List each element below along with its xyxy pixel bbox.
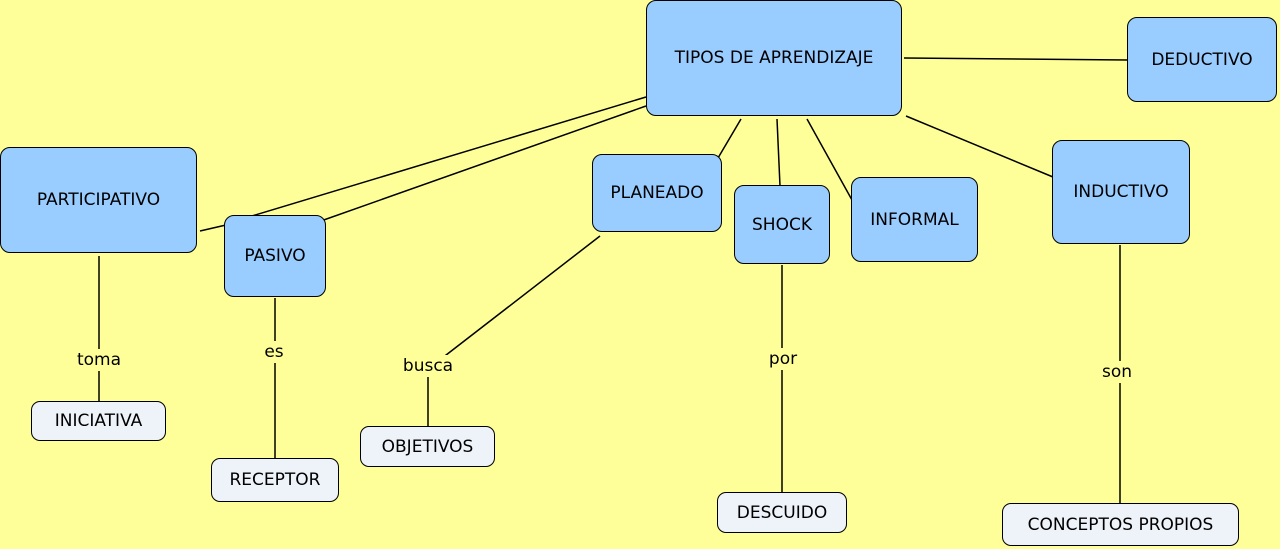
leaf-label: RECEPTOR — [229, 470, 321, 490]
concept-inductivo[interactable]: INDUCTIVO — [1052, 140, 1190, 244]
leaf-conceptos-propios[interactable]: CONCEPTOS PROPIOS — [1002, 503, 1239, 546]
link-label-son: son — [1098, 361, 1136, 383]
link-root-informal — [806, 118, 853, 201]
concept-label: PARTICIPATIVO — [36, 190, 161, 210]
concept-label: INFORMAL — [870, 209, 959, 230]
concept-deductivo[interactable]: DEDUCTIVO — [1127, 17, 1277, 102]
link-root-pasivo — [317, 105, 647, 223]
link-planeado-objetivos — [427, 235, 601, 370]
link-root-shock — [776, 118, 781, 187]
leaf-descuido[interactable]: DESCUIDO — [717, 492, 847, 533]
link-participativo-pasivo — [199, 224, 227, 232]
link-label-por: por — [765, 348, 801, 370]
concept-label: PLANEADO — [610, 183, 704, 203]
link-root-planeado — [717, 118, 742, 159]
concept-label: DEDUCTIVO — [1151, 49, 1253, 70]
concept-informal[interactable]: INFORMAL — [851, 177, 978, 262]
concept-pasivo[interactable]: PASIVO — [224, 215, 326, 297]
leaf-label: INICIATIVA — [54, 411, 143, 431]
leaf-objetivos[interactable]: OBJETIVOS — [360, 426, 495, 467]
link-label-es: es — [261, 341, 287, 363]
concept-label: INDUCTIVO — [1073, 182, 1169, 202]
concept-planeado[interactable]: PLANEADO — [592, 154, 722, 232]
link-root-deductivo — [903, 57, 1129, 61]
concept-tipos-de-aprendizaje[interactable]: TIPOS DE APRENDIZAJE — [646, 0, 902, 116]
link-root-inductivo — [905, 115, 1054, 178]
concept-shock[interactable]: SHOCK — [734, 185, 830, 264]
concept-participativo[interactable]: PARTICIPATIVO — [0, 147, 197, 253]
link-label-toma: toma — [73, 349, 125, 371]
concept-label: TIPOS DE APRENDIZAJE — [674, 48, 874, 68]
link-root-participativo — [251, 96, 647, 217]
leaf-receptor[interactable]: RECEPTOR — [211, 458, 339, 502]
link-label-busca: busca — [399, 355, 457, 377]
concept-label: PASIVO — [244, 246, 306, 266]
leaf-iniciativa[interactable]: INICIATIVA — [31, 401, 166, 441]
leaf-label: DESCUIDO — [736, 502, 828, 523]
concept-label: SHOCK — [752, 214, 812, 235]
leaf-label: OBJETIVOS — [381, 436, 474, 457]
leaf-label: CONCEPTOS PROPIOS — [1027, 514, 1214, 535]
